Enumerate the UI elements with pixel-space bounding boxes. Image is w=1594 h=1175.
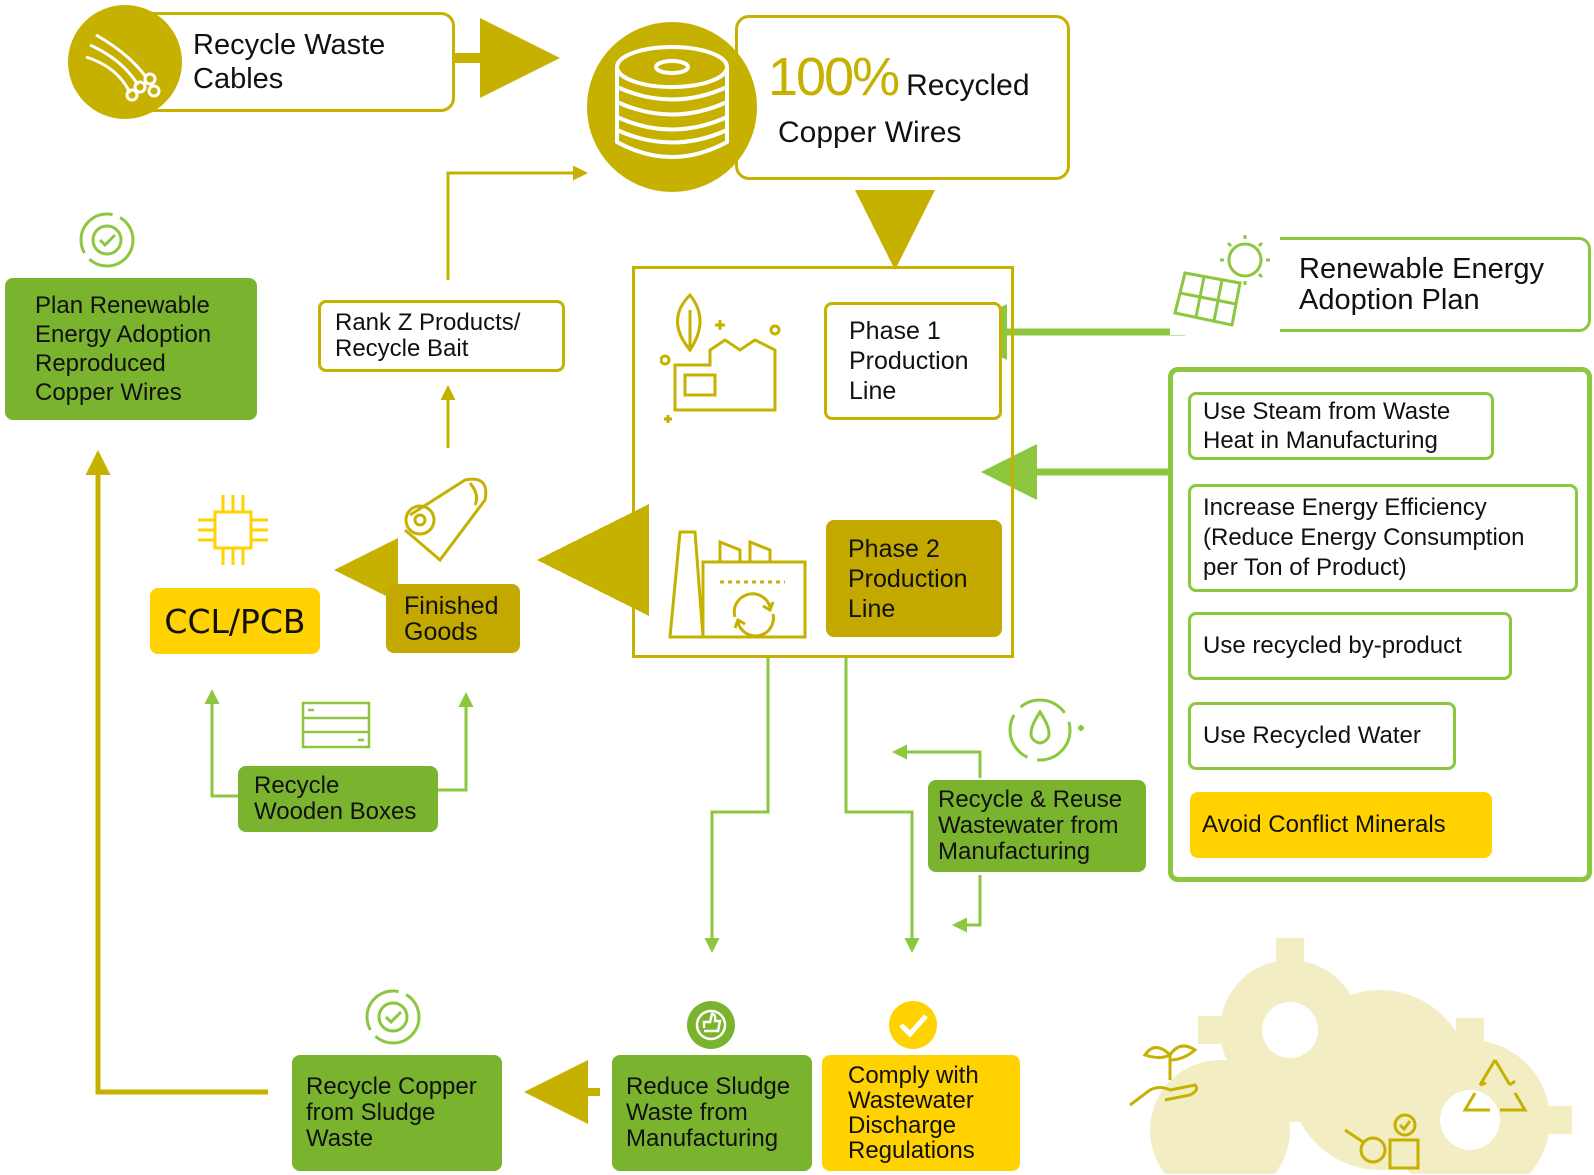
rank-z-label: Rank Z Products/ Recycle Bait: [335, 309, 521, 362]
finished-goods-label: Finished Goods: [404, 591, 499, 646]
wire-spool-icon: [587, 22, 757, 192]
magnifier-box-icon: [1335, 1110, 1430, 1170]
chip-icon: [193, 490, 273, 570]
phase2-box: Phase 2 Production Line: [826, 520, 1002, 637]
cable-bundle-icon: [68, 5, 182, 119]
recycle-check-icon-bottom: [358, 982, 428, 1052]
thumbs-up-gear-icon: [684, 998, 738, 1052]
comply-label: Comply with Wastewater Discharge Regulat…: [848, 1062, 979, 1164]
recycled-word: Recycled: [906, 68, 1030, 102]
recycle-triangle-icon: [1460, 1055, 1530, 1120]
wastewater-label: Recycle & Reuse Wastewater from Manufact…: [938, 786, 1123, 865]
measure-efficiency-label: Increase Energy Efficiency (Reduce Energ…: [1203, 494, 1525, 581]
measure-item-conflict: Avoid Conflict Minerals: [1190, 792, 1492, 858]
measure-item-byproduct: Use recycled by-product: [1188, 612, 1512, 680]
ccl-pcb-label: CCL/PCB: [164, 601, 306, 641]
measures-container: [1168, 367, 1592, 882]
phase1-label: Phase 1 Production Line: [849, 317, 969, 405]
plant-hand-icon: [1125, 1035, 1215, 1115]
phase2-label: Phase 2 Production Line: [848, 534, 968, 623]
measure-water-label: Use Recycled Water: [1203, 722, 1421, 749]
paper-roll-icon: [400, 475, 500, 570]
measure-item-steam: Use Steam from Waste Heat in Manufacturi…: [1188, 392, 1494, 460]
plan-reproduced-box: Plan Renewable Energy Adoption Reproduce…: [5, 278, 257, 420]
plan-reproduced-label: Plan Renewable Energy Adoption Reproduce…: [35, 292, 212, 406]
comply-box: Comply with Wastewater Discharge Regulat…: [822, 1055, 1020, 1171]
copper-wires-label: Copper Wires: [778, 115, 962, 149]
reduce-sludge-box: Reduce Sludge Waste from Manufacturing: [612, 1055, 812, 1171]
solar-panel-icon: [1170, 225, 1280, 335]
recycle-wooden-box: Recycle Wooden Boxes: [238, 766, 438, 832]
recycle-cables-label: Recycle Waste Cables: [193, 29, 386, 95]
check-badge-icon: [886, 998, 940, 1052]
recycle-wooden-label: Recycle Wooden Boxes: [254, 772, 417, 825]
wastewater-box: Recycle & Reuse Wastewater from Manufact…: [928, 780, 1146, 872]
factory-recycle-icon: [665, 522, 810, 642]
reduce-sludge-label: Reduce Sludge Waste from Manufacturing: [626, 1073, 791, 1152]
ccl-pcb-box: CCL/PCB: [150, 588, 320, 654]
recycle-check-icon: [72, 205, 142, 275]
renewable-plan-label: Renewable Energy Adoption Plan: [1299, 252, 1545, 316]
wooden-box-icon: [300, 700, 372, 750]
renewable-plan-box: Renewable Energy Adoption Plan: [1256, 237, 1591, 332]
recycle-copper-box: Recycle Copper from Sludge Waste: [292, 1055, 502, 1171]
rank-z-box: Rank Z Products/ Recycle Bait: [318, 300, 565, 372]
recycle-copper-label: Recycle Copper from Sludge Waste: [306, 1073, 477, 1152]
measure-conflict-label: Avoid Conflict Minerals: [1202, 811, 1446, 838]
water-drop-icon: [1000, 690, 1090, 770]
recycled-copper-box: 100% Recycled Copper Wires: [735, 15, 1070, 180]
production-container: [632, 266, 1014, 658]
phase1-box: Phase 1 Production Line: [824, 302, 1002, 420]
recycled-percent: 100%: [768, 46, 900, 107]
measure-item-efficiency: Increase Energy Efficiency (Reduce Energ…: [1188, 484, 1578, 592]
finished-goods-box: Finished Goods: [386, 584, 520, 653]
measure-byproduct-label: Use recycled by-product: [1203, 632, 1462, 659]
factory-leaf-icon: [659, 290, 790, 430]
measure-steam-label: Use Steam from Waste Heat in Manufacturi…: [1203, 398, 1451, 454]
measure-item-water: Use Recycled Water: [1188, 702, 1456, 770]
